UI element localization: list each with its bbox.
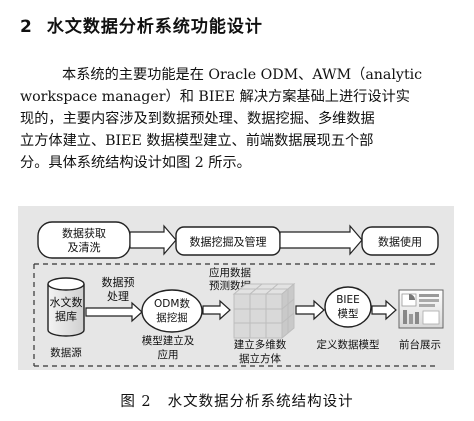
figure-caption: 图 2 水文数据分析系统结构设计	[0, 390, 474, 411]
system-architecture-figure: 数据获取 及清洗 数据挖掘及管理 数据使用 水文数 据库 数据源 数据预 处理 …	[18, 206, 454, 370]
arrow-to-cube	[202, 299, 231, 321]
paragraph-line-3: 现的，主要内容涉及到数据预处理、数据挖掘、多维数据	[20, 111, 375, 127]
preprocess-label-1: 数据预	[102, 275, 135, 289]
odm-label-1: ODM数	[154, 297, 190, 310]
paragraph-line-2: workspace manager）和 BIEE 解决方案基础上进行设计实	[20, 89, 410, 105]
data-usage-box	[361, 226, 439, 256]
biee-label-2: 模型	[338, 307, 359, 320]
section-number: 2	[20, 17, 33, 37]
define-model-label: 定义数据模型	[317, 338, 380, 351]
biee-label-1: BIEE	[336, 294, 360, 306]
acquire-clean-label-1: 数据获取	[62, 226, 106, 240]
arrow-to-mining	[129, 224, 177, 256]
mining-management-label: 数据挖掘及管理	[190, 235, 267, 249]
cube-build-label-1: 建立多维数	[234, 338, 287, 351]
arrow-to-biee	[295, 299, 325, 321]
odm-label-2: 据挖掘	[156, 311, 188, 324]
paragraph-line-5: 分。具体系统结构设计如图 2 所示。	[20, 155, 251, 171]
dashboard-screen-icon	[398, 289, 444, 329]
preprocess-label-2: 处理	[107, 290, 129, 303]
database-label-1: 水文数	[50, 295, 83, 309]
odm-mining-node	[141, 289, 203, 333]
hydrology-database-icon	[47, 277, 85, 337]
data-usage-label: 数据使用	[378, 235, 422, 249]
frontend-label: 前台展示	[399, 338, 441, 351]
data-source-label: 数据源	[50, 346, 82, 359]
paragraph-line-1: 本系统的主要功能是在 Oracle ODM、AWM（analytic	[62, 67, 423, 83]
paragraph-line-4: 立方体建立、BIEE 数据模型建立、前端数据展现五个部	[20, 133, 374, 149]
arrow-to-odm	[85, 301, 143, 323]
section-heading: 2 水文数据分析系统功能设计	[20, 12, 263, 37]
model-build-label-2: 应用	[158, 348, 179, 361]
database-label-2: 据库	[55, 309, 77, 323]
acquire-clean-label-2: 及清洗	[68, 241, 101, 254]
section-title: 水文数据分析系统功能设计	[46, 17, 263, 37]
data-cube-icon	[232, 282, 296, 340]
cube-build-label-2: 据立方体	[239, 352, 281, 365]
model-build-label-1: 模型建立及	[142, 334, 195, 347]
arrow-to-usage	[279, 224, 363, 256]
biee-model-node	[324, 286, 372, 328]
figure-title: 水文数据分析系统结构设计	[167, 394, 354, 410]
architecture-diagram: 数据获取 及清洗 数据挖掘及管理 数据使用 水文数 据库 数据源 数据预 处理 …	[33, 221, 444, 367]
arrow-to-frontend	[371, 299, 397, 321]
dashed-frame	[33, 263, 438, 367]
apply-data-label-1: 应用数据	[209, 266, 251, 279]
figure-number: 图 2	[120, 394, 152, 410]
